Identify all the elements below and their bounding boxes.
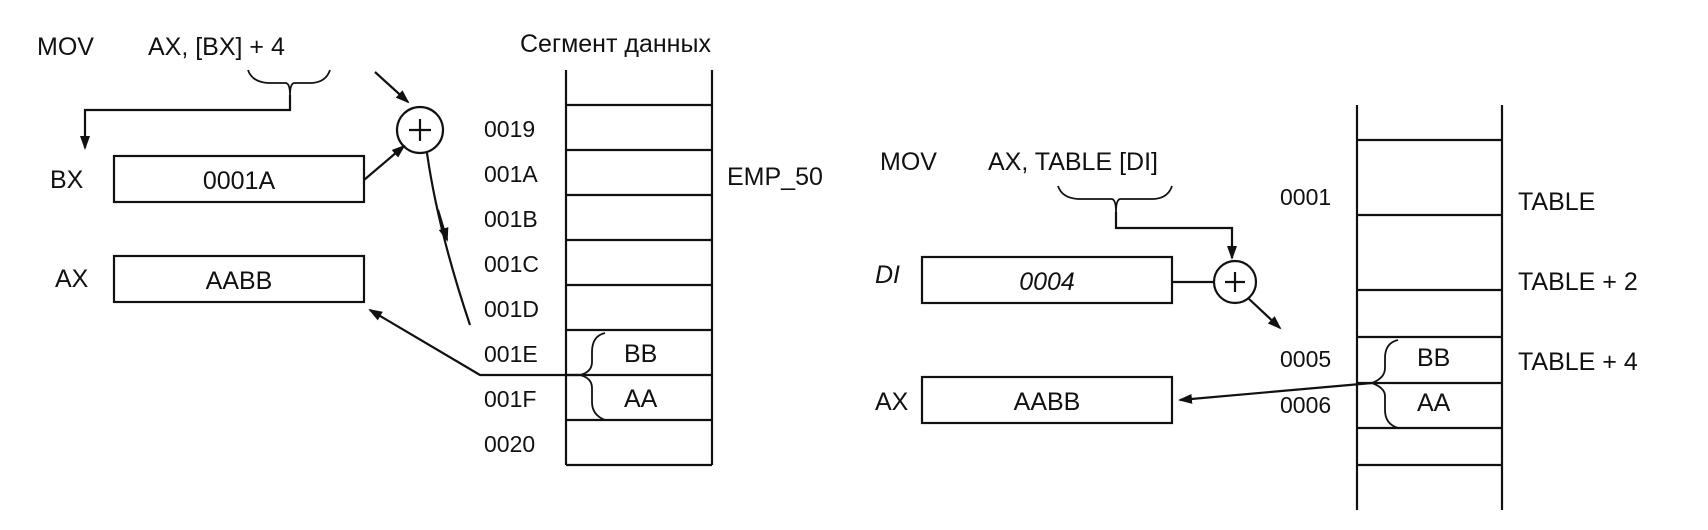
bx-value: 0001A [203, 167, 276, 195]
left-arrow-bx-to-adder [363, 144, 406, 181]
right-arrow-memory-to-ax [1178, 381, 1373, 404]
left-address-2: 001B [484, 206, 538, 232]
left-arrow-adder-down [436, 209, 449, 242]
di-value: 0004 [1019, 268, 1075, 296]
left-address-0: 0019 [484, 116, 535, 142]
left-arrow-to-bx [80, 95, 292, 150]
left-arrow-offset-to-adder [374, 71, 410, 104]
table-label-2: TABLE + 2 [1518, 268, 1638, 296]
left-diagram: MOV AX, [BX] + 4 Сегмент данных BX 0001A… [37, 30, 823, 467]
right-diagram: MOV AX, TABLE [DI] DI 0004 AX AABB [875, 105, 1638, 510]
right-arrow-adder-to-memory [1247, 297, 1282, 330]
right-instruction-op: MOV [880, 148, 937, 176]
right-address-0006: 0006 [1280, 392, 1331, 418]
left-cell-bb: BB [624, 340, 657, 368]
bx-label: BX [50, 166, 84, 194]
right-adder [1212, 259, 1258, 305]
table-label-4: TABLE + 4 [1518, 348, 1638, 376]
right-ax-value: AABB [1014, 388, 1081, 416]
left-address-1: 001A [484, 161, 538, 187]
right-brace [1057, 185, 1173, 213]
left-memory-segment [564, 70, 714, 467]
di-register [920, 255, 1174, 305]
right-ax-register [920, 375, 1174, 425]
right-address-0005: 0005 [1280, 346, 1331, 372]
left-cell-aa: AA [624, 385, 658, 413]
left-instruction-operands: AX, [BX] + 4 [148, 33, 285, 61]
right-cell-bb: BB [1417, 344, 1450, 372]
right-address-0001: 0001 [1280, 184, 1331, 210]
left-adder [395, 105, 445, 155]
right-memory-segment [1355, 105, 1504, 510]
left-ax-register [112, 254, 366, 304]
left-byte-brace [579, 332, 606, 421]
di-label: DI [875, 261, 900, 289]
left-address-5: 001E [484, 341, 538, 367]
emp50-label: EMP_50 [727, 163, 823, 191]
left-address-7: 0020 [484, 431, 535, 457]
left-address-6: 001F [484, 386, 536, 412]
right-ax-label: AX [875, 388, 909, 416]
left-instruction-op: MOV [37, 33, 94, 61]
left-brace [247, 69, 331, 96]
left-address-4: 001D [484, 296, 539, 322]
right-cell-aa: AA [1417, 389, 1451, 417]
right-instruction-operands: AX, TABLE [DI] [988, 148, 1158, 176]
left-arrow-memory-to-ax [368, 308, 580, 377]
segment-title: Сегмент данных [520, 30, 711, 58]
right-arrow-brace-to-adder [1114, 212, 1237, 260]
left-ax-label: AX [55, 265, 89, 293]
left-address-3: 001C [484, 251, 539, 277]
left-line-adder-to-memory [425, 152, 472, 326]
left-ax-value: AABB [206, 267, 273, 295]
table-label-0: TABLE [1518, 188, 1595, 216]
